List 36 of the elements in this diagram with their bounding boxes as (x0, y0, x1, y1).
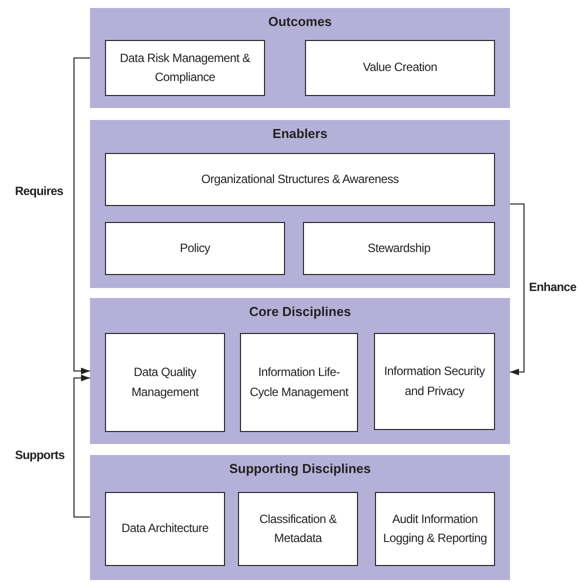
box-label: Data Architecture (122, 520, 208, 538)
edge-label: Enhance (528, 280, 578, 294)
box-label: Data Risk Management & Compliance (118, 50, 252, 86)
connector-arrow (73, 57, 90, 374)
box-label: Organizational Structures & Awareness (201, 170, 399, 188)
box-label: Information Security and Privacy (383, 363, 486, 400)
process-box (240, 333, 358, 432)
process-box (374, 333, 495, 430)
process-box (105, 153, 495, 206)
connector-arrow (73, 374, 90, 518)
group-panel (90, 455, 510, 580)
box-label: Audit Information Logging & Reporting (382, 510, 488, 547)
box-label: Information Life-Cycle Management (248, 364, 350, 400)
box-label: Data Quality Management (130, 364, 200, 400)
process-box (105, 40, 265, 96)
process-box (105, 492, 225, 566)
edge-label: Requires (14, 184, 64, 198)
process-box (303, 222, 495, 275)
group-panel (90, 8, 510, 108)
panel-heading: Supporting Disciplines (228, 461, 372, 476)
process-box (105, 333, 225, 432)
process-box (105, 222, 285, 275)
box-label: Policy (180, 240, 210, 257)
panel-heading: Outcomes (267, 14, 333, 29)
edge-label: Supports (14, 448, 66, 462)
box-label: Classification & Metadata (258, 510, 338, 547)
process-box (238, 492, 358, 566)
process-box (375, 492, 495, 566)
box-label: Value Creation (362, 59, 438, 76)
group-panel (90, 298, 510, 444)
group-panel (90, 120, 510, 288)
box-label: Stewardship (368, 240, 430, 257)
connector-arrow (510, 203, 525, 376)
panel-heading: Enablers (272, 126, 328, 141)
panel-heading: Core Disciplines (248, 304, 352, 319)
process-box (305, 40, 495, 96)
